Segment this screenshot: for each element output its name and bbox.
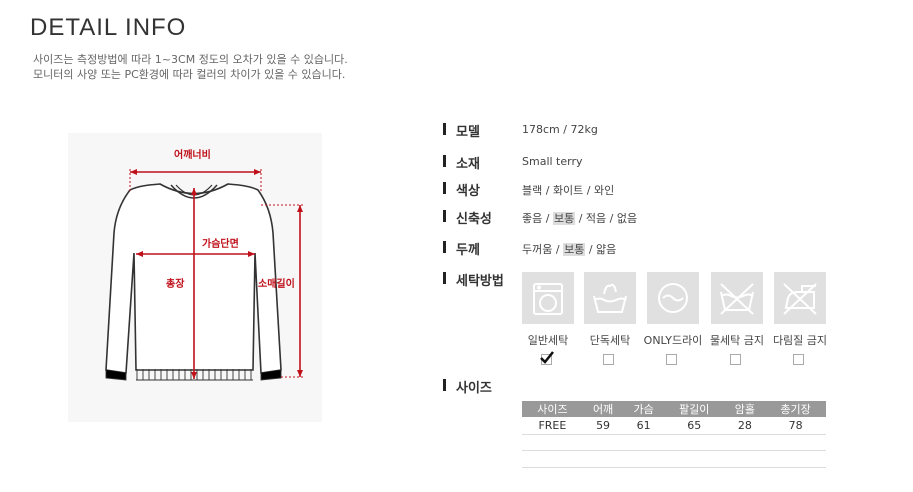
care-label: 물세탁 금지 bbox=[709, 334, 765, 347]
thickness-option-selected: 보통 bbox=[563, 243, 586, 256]
thickness-label: 두께 bbox=[456, 243, 480, 258]
care-checkbox[interactable] bbox=[603, 354, 614, 365]
size-label: 사이즈 bbox=[456, 381, 492, 396]
table-divider bbox=[522, 467, 826, 468]
table-row: FREE 59 61 65 28 78 bbox=[522, 417, 826, 435]
fabric-value: Small terry bbox=[522, 155, 583, 168]
column-header: 암홀 bbox=[724, 401, 766, 417]
stretch-label: 신축성 bbox=[456, 212, 492, 227]
model-label: 모델 bbox=[456, 125, 480, 140]
sleeve-label: 소매길이 bbox=[258, 277, 295, 290]
length-label: 총장 bbox=[166, 277, 185, 290]
row-bullet bbox=[443, 123, 446, 135]
care-no-iron: 다림질 금지 bbox=[773, 272, 827, 365]
care-label: ONLY드라이 bbox=[643, 334, 703, 347]
size-notes: 사이즈는 측정방법에 따라 1~3CM 정도의 오차가 있을 수 있습니다. 모… bbox=[33, 52, 348, 82]
note-line: 모니터의 사양 또는 PC환경에 따라 컬러의 차이가 있을 수 있습니다. bbox=[33, 68, 346, 81]
row-bullet bbox=[443, 272, 446, 284]
care-no-water-wash: 물세탁 금지 bbox=[710, 272, 764, 365]
color-label: 색상 bbox=[456, 184, 480, 199]
thickness-option: 얇음 bbox=[596, 243, 617, 256]
care-hand-wash: 단독세탁 bbox=[584, 272, 636, 365]
product-info: 모델 178cm / 72kg 소재 Small terry 색상 블랙 / 화… bbox=[443, 0, 913, 492]
hand-wash-icon bbox=[584, 272, 636, 324]
stretch-option: 적음 bbox=[585, 212, 607, 225]
care-checkbox[interactable] bbox=[793, 354, 804, 365]
chest-label: 가슴단면 bbox=[202, 237, 239, 250]
size-table-header: 사이즈 어깨 가슴 팔길이 암홀 총기장 bbox=[522, 401, 826, 417]
fabric-label: 소재 bbox=[456, 157, 480, 172]
sweater-size-diagram: 어깨너비 가슴단면 총장 소매길이 bbox=[68, 133, 322, 422]
column-header: 총기장 bbox=[765, 401, 826, 417]
stretch-option-selected: 보통 bbox=[552, 212, 576, 225]
care-label: 일반세탁 bbox=[527, 334, 569, 347]
table-cell: 65 bbox=[663, 417, 725, 435]
table-cell: 78 bbox=[765, 417, 826, 435]
washing-machine-icon bbox=[522, 272, 574, 324]
note-line: 사이즈는 측정방법에 따라 1~3CM 정도의 오차가 있을 수 있습니다. bbox=[33, 53, 348, 66]
care-label: 단독세탁 bbox=[589, 334, 631, 347]
stretch-option: 좋음 bbox=[522, 212, 543, 225]
row-bullet bbox=[443, 210, 446, 222]
sweater-diagram-svg: 어깨너비 가슴단면 총장 소매길이 bbox=[105, 148, 304, 381]
care-checkbox[interactable] bbox=[730, 354, 741, 365]
table-cell: 61 bbox=[623, 417, 664, 435]
thickness-option: 두꺼움 bbox=[522, 243, 553, 256]
row-bullet bbox=[443, 241, 446, 253]
row-bullet bbox=[443, 182, 446, 194]
column-header: 사이즈 bbox=[522, 401, 583, 417]
dry-clean-icon bbox=[647, 272, 699, 324]
row-bullet bbox=[443, 379, 446, 391]
laundry-label: 세탁방법 bbox=[456, 274, 504, 289]
no-iron-icon bbox=[774, 272, 826, 324]
column-header: 가슴 bbox=[623, 401, 664, 417]
model-value: 178cm / 72kg bbox=[522, 123, 598, 136]
care-checkbox[interactable] bbox=[666, 354, 677, 365]
color-value: 블랙 / 화이트 / 와인 bbox=[522, 184, 615, 197]
row-bullet bbox=[443, 155, 446, 167]
page-title: DETAIL INFO bbox=[30, 14, 187, 41]
table-cell: 28 bbox=[724, 417, 766, 435]
care-dry-clean: ONLY드라이 bbox=[644, 272, 702, 365]
care-washing-machine: 일반세탁 bbox=[522, 272, 574, 365]
table-cell: FREE bbox=[522, 417, 583, 435]
size-table: 사이즈 어깨 가슴 팔길이 암홀 총기장 FREE 59 61 65 28 78 bbox=[522, 401, 826, 435]
care-checkbox-checked[interactable] bbox=[540, 351, 554, 365]
stretch-value: 좋음 / 보통 / 적음 / 없음 bbox=[522, 212, 638, 225]
thickness-value: 두꺼움 / 보통 / 얇음 bbox=[522, 243, 617, 256]
shoulder-label: 어깨너비 bbox=[174, 148, 211, 161]
table-cell: 59 bbox=[582, 417, 624, 435]
column-header: 어깨 bbox=[582, 401, 624, 417]
table-divider bbox=[522, 450, 826, 451]
stretch-option: 없음 bbox=[616, 212, 638, 225]
no-water-wash-icon bbox=[711, 272, 763, 324]
column-header: 팔길이 bbox=[663, 401, 725, 417]
care-label: 다림질 금지 bbox=[772, 334, 828, 347]
